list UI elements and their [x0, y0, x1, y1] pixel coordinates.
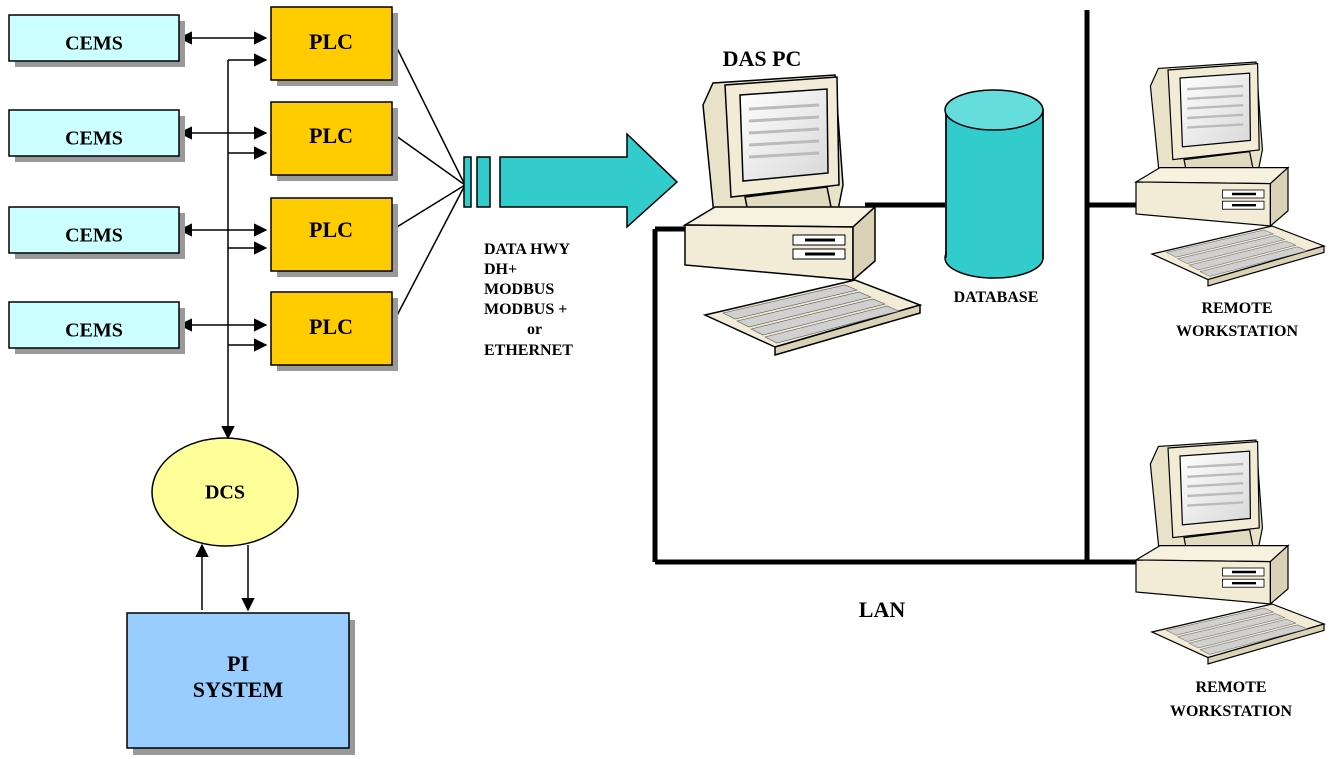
remote-workstation-2-label-line2: WORKSTATION: [1170, 703, 1293, 720]
lan-network: [652, 10, 1137, 565]
pi-system-label-line2: SYSTEM: [193, 677, 284, 702]
svg-text:CEMS: CEMS: [65, 320, 123, 342]
svg-text:PLC: PLC: [309, 314, 353, 339]
svg-text:PLC: PLC: [309, 217, 353, 242]
pi-system-label-line1: PI: [227, 651, 249, 676]
database-label: DATABASE: [954, 289, 1039, 306]
das-pc: DAS PC: [683, 46, 922, 357]
remote-workstation-1: REMOTE WORKSTATION: [1134, 60, 1326, 340]
protocol-modbus: MODBUS: [484, 281, 554, 298]
database: DATABASE: [944, 89, 1044, 306]
svg-text:PLC: PLC: [309, 123, 353, 148]
svg-text:CEMS: CEMS: [65, 128, 123, 150]
protocol-or: or: [527, 321, 542, 338]
protocol-modbus-plus: MODBUS +: [484, 301, 567, 318]
dcs-node: DCS: [151, 437, 299, 547]
plc-box-2: PLC: [270, 101, 398, 181]
cems-box-4: CEMS: [8, 301, 185, 354]
svg-text:DCS: DCS: [205, 482, 245, 504]
svg-text:PLC: PLC: [309, 29, 353, 54]
cems-box-1: CEMS: [8, 14, 185, 67]
lan-label: LAN: [859, 597, 906, 622]
plc-box-1: PLC: [270, 6, 398, 86]
plc-box-4: PLC: [270, 291, 398, 371]
protocol-ethernet: ETHERNET: [484, 342, 573, 359]
remote-workstation-2-computer-icon: [1134, 438, 1326, 666]
svg-text:CEMS: CEMS: [65, 33, 123, 55]
data-highway-arrow: [463, 132, 679, 229]
protocol-list: DATA HWY DH+ MODBUS MODBUS + or ETHERNET: [484, 241, 573, 359]
das-pc-label: DAS PC: [723, 46, 802, 71]
pi-system-box: PI SYSTEM: [126, 612, 355, 755]
cems-box-2: CEMS: [8, 109, 185, 162]
protocol-data-hwy: DATA HWY: [484, 241, 571, 258]
cems-box-3: CEMS: [8, 206, 185, 259]
remote-workstation-1-computer-icon: [1134, 60, 1326, 288]
remote-workstation-2-label-line1: REMOTE: [1195, 679, 1266, 696]
remote-workstation-1-label-line2: WORKSTATION: [1176, 323, 1299, 340]
plc-box-3: PLC: [270, 197, 398, 277]
protocol-dh-plus: DH+: [484, 261, 517, 278]
svg-text:CEMS: CEMS: [65, 225, 123, 247]
connection-lines: [178, 31, 466, 612]
das-pc-computer-icon: [683, 73, 922, 357]
remote-workstation-2: REMOTE WORKSTATION: [1134, 438, 1326, 720]
remote-workstation-1-label-line1: REMOTE: [1201, 300, 1272, 317]
